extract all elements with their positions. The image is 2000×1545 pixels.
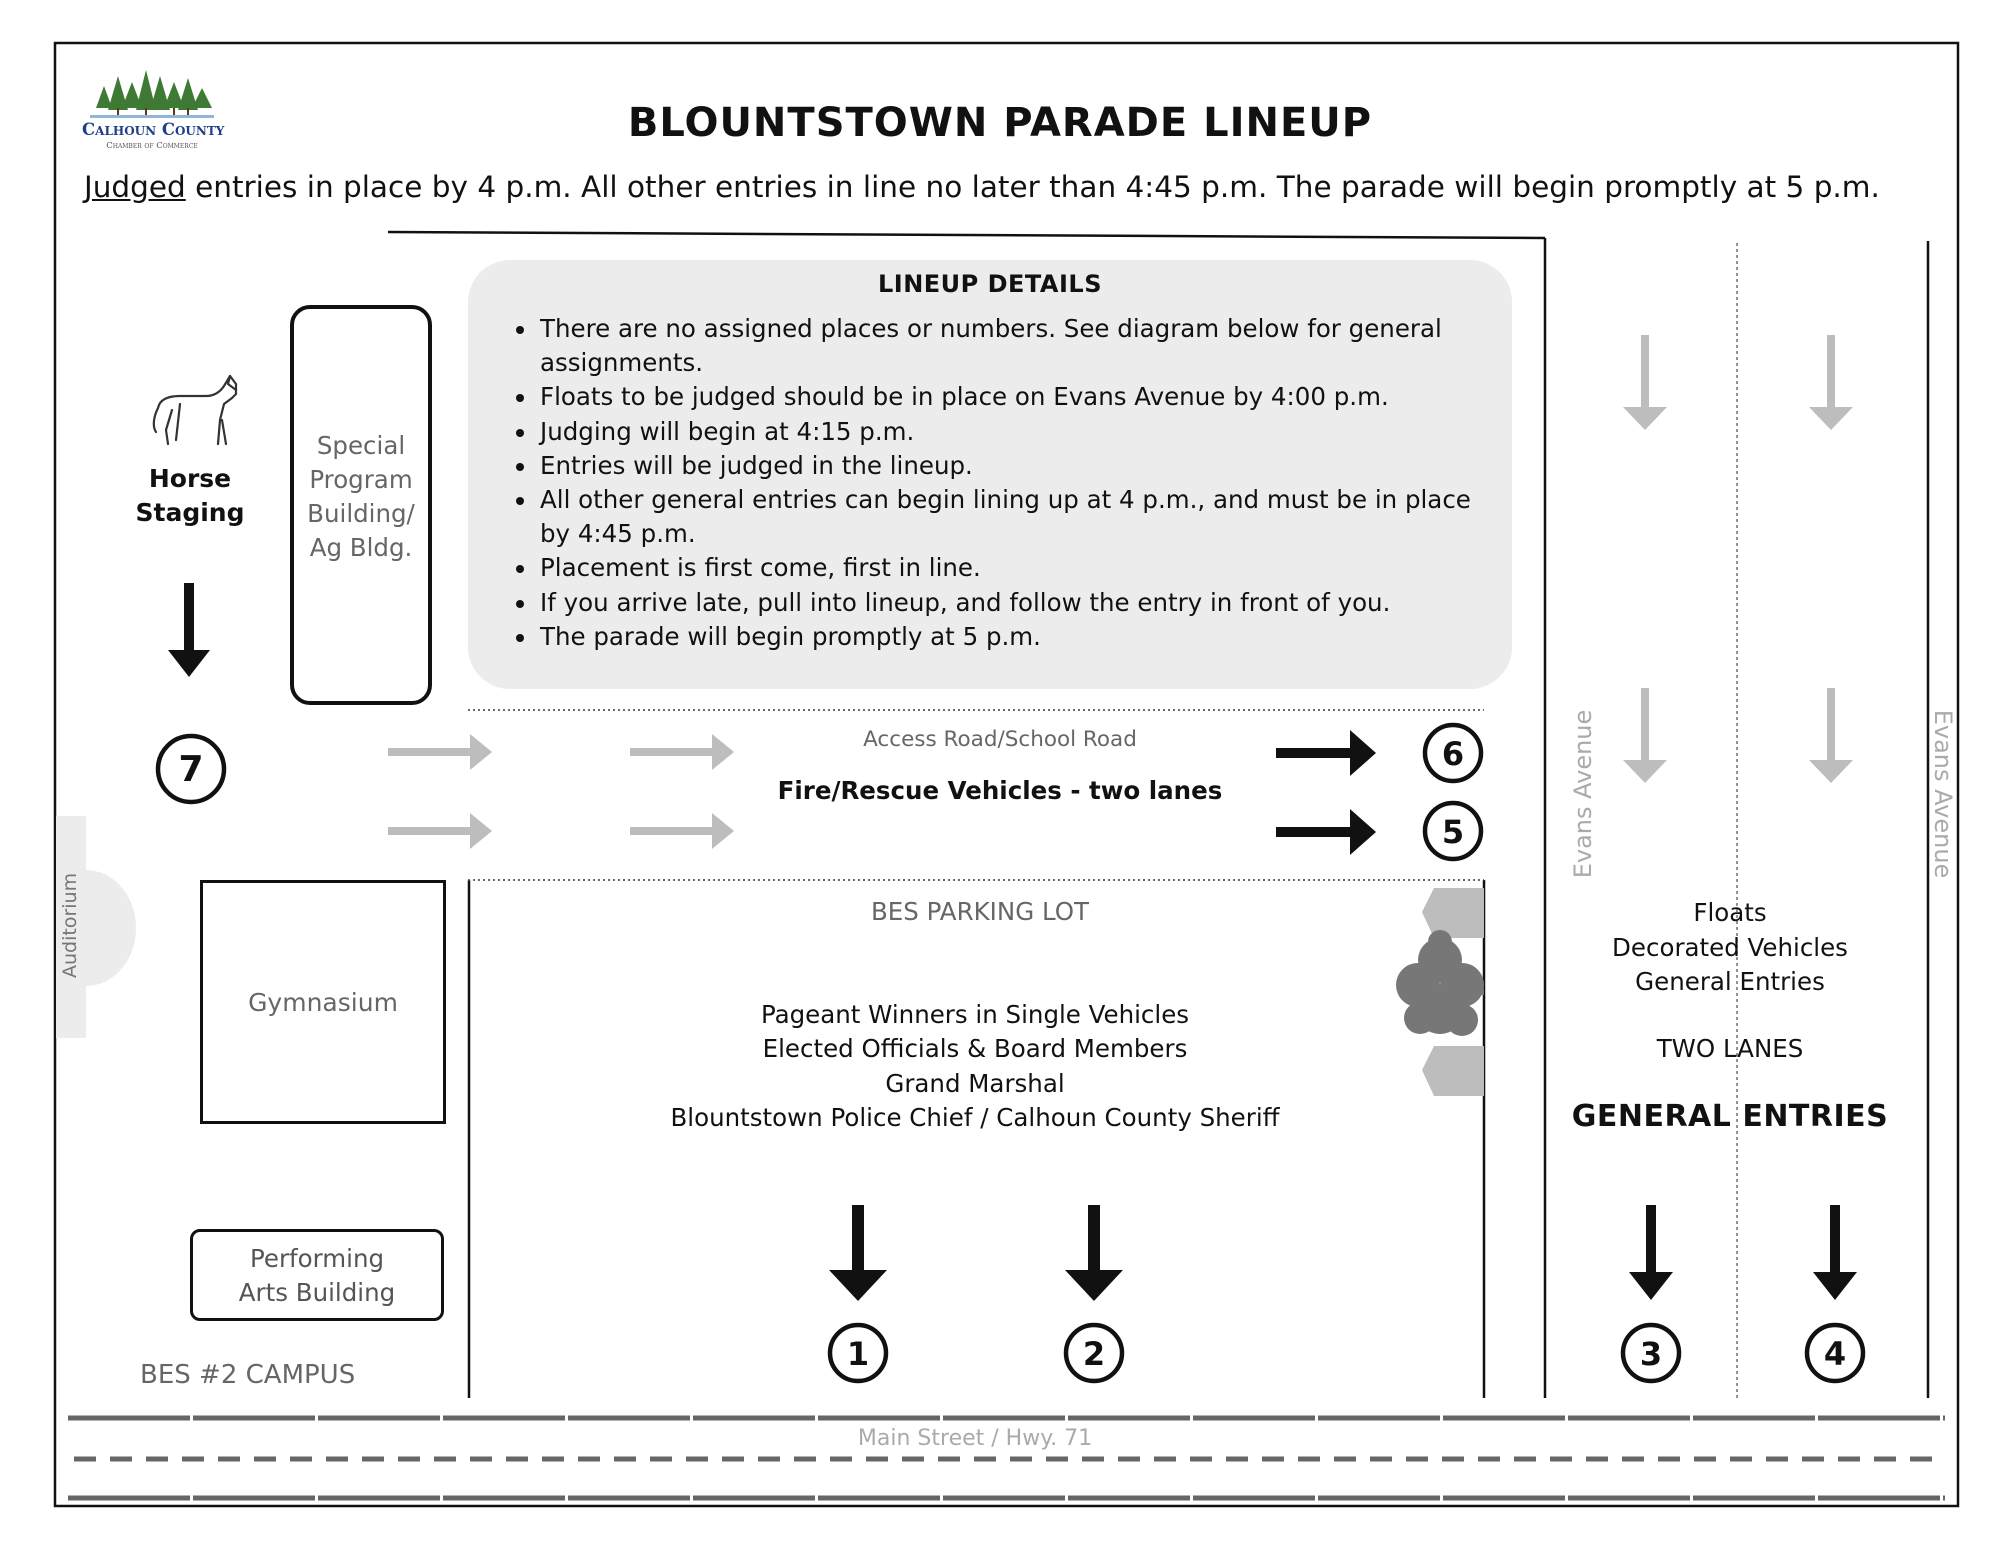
campus-label: BES #2 CAMPUS <box>140 1360 356 1390</box>
position-3-circle <box>1620 1322 1682 1384</box>
position-1-number: 1 <box>847 1335 869 1373</box>
position-2-number: 2 <box>1083 1335 1105 1373</box>
gymnasium-label: Gymnasium <box>248 988 398 1017</box>
gymnasium-building: Gymnasium <box>200 880 446 1124</box>
logo-name: Calhoun County <box>82 120 225 139</box>
arrow-right-icon <box>1276 730 1376 776</box>
arrow-down-icon <box>1629 1205 1673 1300</box>
horse-icon <box>152 374 238 446</box>
position-5-number: 5 <box>1442 813 1464 851</box>
access-road-label: Access Road/School Road <box>863 727 1137 752</box>
performing-arts-label: Performing Arts Building <box>193 1242 441 1310</box>
two-lanes-label: TWO LANES <box>1656 1034 1804 1063</box>
evans-entry: General Entries <box>1635 967 1825 996</box>
position-7-number: 7 <box>178 749 203 790</box>
page-subtitle: Judged entries in place by 4 p.m. All ot… <box>84 170 1880 204</box>
spb-line: Special <box>316 431 406 460</box>
performing-arts-building: Performing Arts Building <box>190 1229 444 1321</box>
special-program-building: Special Program Building/ Ag Bldg. <box>290 305 432 705</box>
detail-item: All other general entries can begin lini… <box>538 483 1498 551</box>
faint-arrow-down-icon <box>1623 335 1667 430</box>
position-6-number: 6 <box>1442 735 1464 773</box>
position-6-circle <box>1422 722 1484 784</box>
parking-lot-entries: Pageant Winners in Single Vehicles Elect… <box>610 998 1340 1135</box>
horse-staging-line2: Staging <box>135 498 245 527</box>
pab-line1: Performing <box>249 1244 385 1273</box>
fire-rescue-label: Fire/Rescue Vehicles - two lanes <box>777 776 1223 805</box>
lot-marker-bottom <box>1422 1046 1484 1096</box>
page-title: BLOUNTSTOWN PARADE LINEUP <box>627 100 1373 146</box>
detail-item: Floats to be judged should be in place o… <box>538 380 1498 414</box>
spb-line: Program <box>309 465 413 494</box>
arrow-down-icon <box>1813 1205 1857 1300</box>
horse-staging-label: Horse Staging <box>120 462 260 530</box>
horse-staging-line1: Horse <box>148 464 232 493</box>
auditorium-half <box>86 870 136 986</box>
pab-line2: Arts Building <box>238 1278 396 1307</box>
parking-entry: Pageant Winners in Single Vehicles <box>760 1000 1190 1029</box>
lineup-details-box: LINEUP DETAILS There are no assigned pla… <box>468 260 1512 689</box>
position-5-circle <box>1422 800 1484 862</box>
parking-entry: Grand Marshal <box>885 1068 1065 1098</box>
lineup-details-list: There are no assigned places or numbers.… <box>516 312 1498 654</box>
general-entries-label: GENERAL ENTRIES <box>1571 1099 1889 1134</box>
parking-entry: Blountstown Police Chief / Calhoun Count… <box>670 1102 1280 1132</box>
access-top-edge <box>387 230 1546 240</box>
detail-item: Judging will begin at 4:15 p.m. <box>538 415 1498 449</box>
arrow-down-icon <box>168 583 210 677</box>
detail-item: Entries will be judged in the lineup. <box>538 449 1498 483</box>
lineup-details-title: LINEUP DETAILS <box>877 270 1103 298</box>
faint-arrow-down-icon <box>1809 335 1853 430</box>
spb-line: Building/ <box>307 499 415 528</box>
parking-lot-label: BES PARKING LOT <box>870 897 1090 926</box>
subtitle-judged: Judged <box>84 170 186 204</box>
position-4-number: 4 <box>1824 1335 1846 1373</box>
faint-arrow-right-icon <box>630 734 734 770</box>
faint-arrow-right-icon <box>388 813 492 849</box>
evans-entry: Floats <box>1693 898 1767 927</box>
evans-entry: Decorated Vehicles <box>1612 932 1848 962</box>
logo-trees-icon <box>90 70 214 118</box>
parking-entry: Elected Officials & Board Members <box>762 1034 1188 1064</box>
auditorium-block <box>56 816 86 1038</box>
position-3-number: 3 <box>1640 1335 1662 1373</box>
arrow-down-icon <box>1065 1205 1123 1301</box>
arrow-right-icon <box>1276 809 1376 855</box>
lot-marker-top <box>1422 888 1484 938</box>
detail-item: There are no assigned places or numbers.… <box>538 312 1498 380</box>
special-program-building-label: Special Program Building/ Ag Bldg. <box>294 429 428 565</box>
position-7-circle <box>155 733 227 805</box>
position-4-circle <box>1804 1322 1866 1384</box>
detail-item: Placement is first come, first in line. <box>538 551 1498 585</box>
position-1-circle <box>827 1322 889 1384</box>
faint-arrow-down-icon <box>1623 688 1667 783</box>
faint-arrow-right-icon <box>388 734 492 770</box>
outer-frame <box>53 41 1960 1508</box>
detail-item: The parade will begin promptly at 5 p.m. <box>538 620 1498 654</box>
main-street-label: Main Street / Hwy. 71 <box>857 1426 1093 1451</box>
position-2-circle <box>1063 1322 1125 1384</box>
chamber-logo: Calhoun County Chamber of Commerce <box>82 62 225 160</box>
tree-icon <box>1396 930 1484 1036</box>
logo-subtitle: Chamber of Commerce <box>106 141 198 151</box>
faint-arrow-right-icon <box>630 813 734 849</box>
subtitle-rest: entries in place by 4 p.m. All other ent… <box>185 170 1880 204</box>
faint-arrow-down-icon <box>1809 688 1853 783</box>
evans-entries: Floats Decorated Vehicles General Entrie… <box>1540 896 1920 1000</box>
arrow-down-icon <box>829 1205 887 1301</box>
spb-line: Ag Bldg. <box>309 533 413 562</box>
detail-item: If you arrive late, pull into lineup, an… <box>538 586 1498 620</box>
